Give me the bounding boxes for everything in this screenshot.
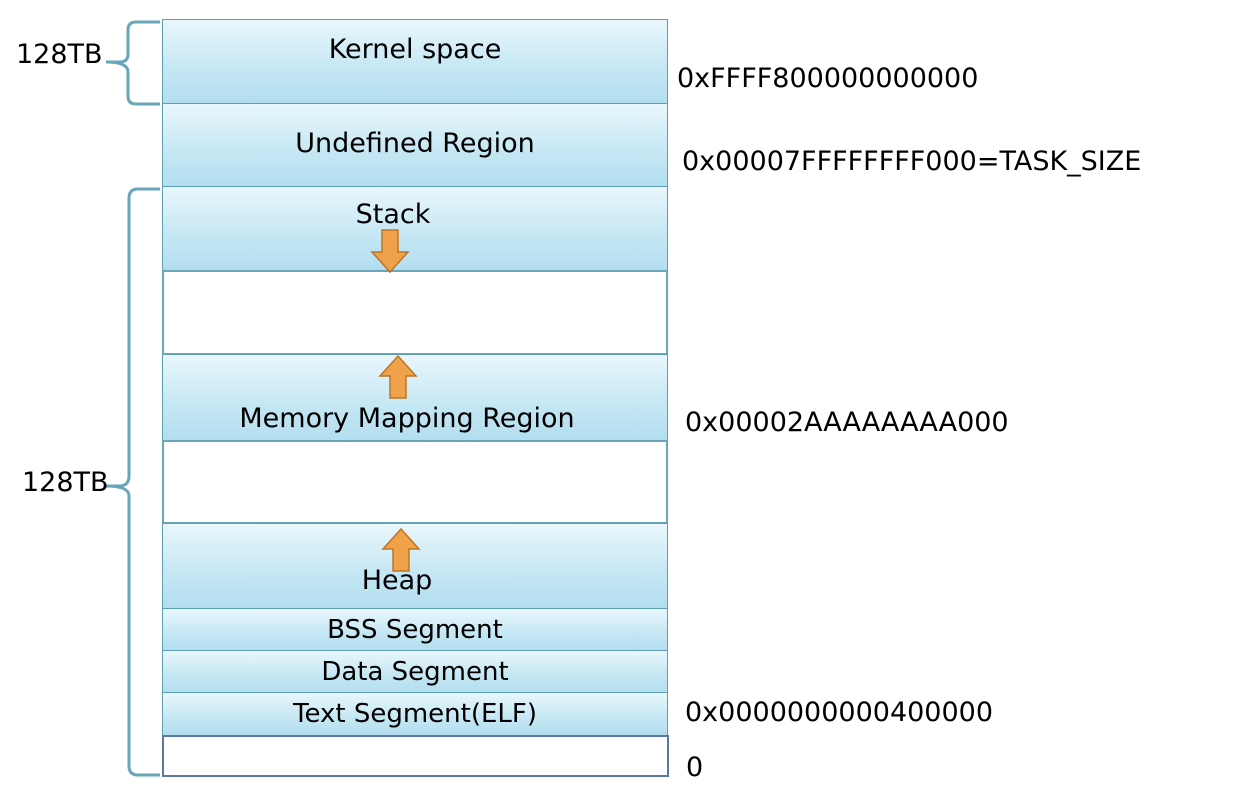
bss-label: BSS Segment xyxy=(327,614,503,645)
address-kernel-start: 0xFFFF800000000000 xyxy=(677,63,979,94)
bss-segment: BSS Segment xyxy=(162,608,668,651)
kernel-space-segment: Kernel space xyxy=(162,19,668,104)
arrow-down-icon xyxy=(370,229,410,274)
address-text-start: 0x0000000000400000 xyxy=(685,697,994,728)
memory-mapping-label: Memory Mapping Region xyxy=(239,403,575,434)
mmap-gap xyxy=(162,440,668,524)
text-label: Text Segment(ELF) xyxy=(292,699,537,729)
address-mmap-base: 0x00002AAAAAAAA000 xyxy=(685,407,1009,438)
null-region xyxy=(162,735,669,777)
kernel-brace xyxy=(105,20,160,106)
user-size-label: 128TB xyxy=(22,467,109,498)
arrow-up-icon xyxy=(381,527,421,572)
data-segment: Data Segment xyxy=(162,650,668,693)
kernel-size-label: 128TB xyxy=(16,39,103,70)
undefined-region-label: Undefined Region xyxy=(295,127,535,159)
stack-segment: Stack xyxy=(162,186,668,271)
stack-gap xyxy=(162,270,668,355)
stack-label: Stack xyxy=(355,199,431,230)
address-zero: 0 xyxy=(686,752,704,783)
text-segment: Text Segment(ELF) xyxy=(162,692,668,736)
heap-segment: Heap xyxy=(162,523,668,609)
address-task-size: 0x00007FFFFFFFF000=TASK_SIZE xyxy=(682,146,1142,177)
data-label: Data Segment xyxy=(321,656,509,687)
arrow-up-icon xyxy=(378,354,418,399)
kernel-space-label: Kernel space xyxy=(328,34,502,65)
user-brace xyxy=(105,187,160,777)
